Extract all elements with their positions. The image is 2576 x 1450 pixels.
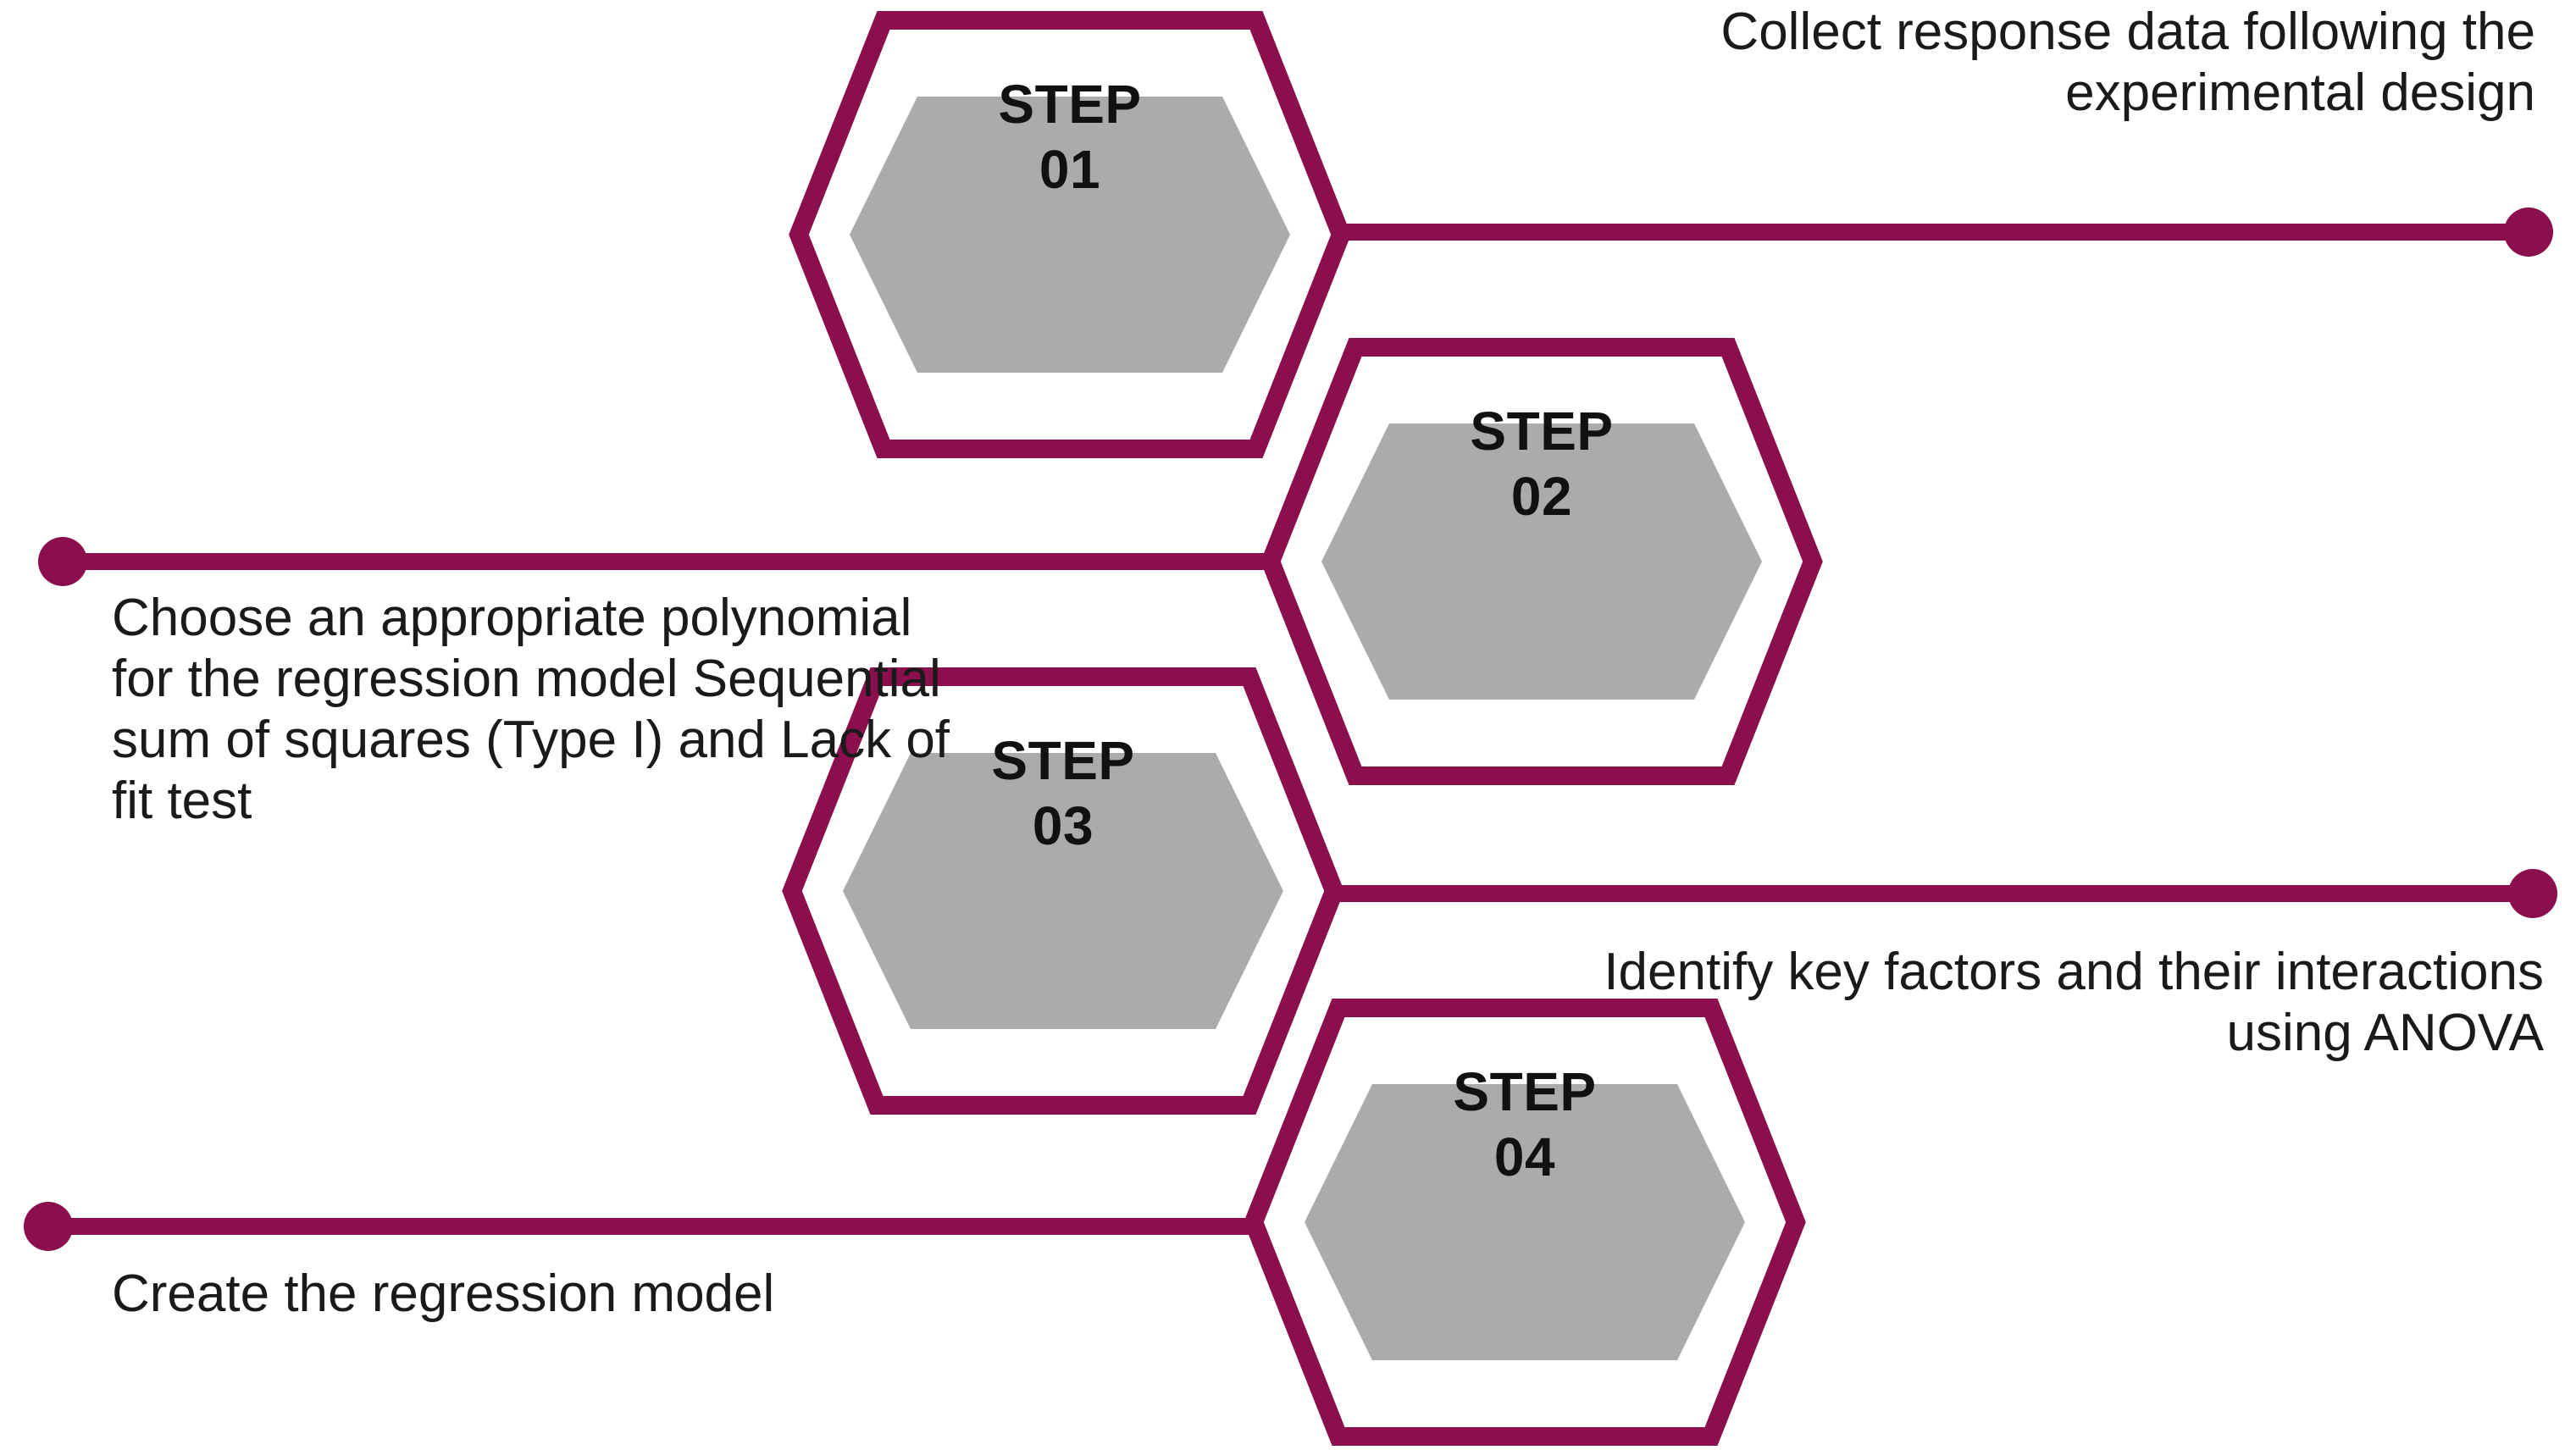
step-01-caption: Collect response data following the expe… bbox=[1720, 3, 2535, 122]
step-02-badge-line2: 02 bbox=[1511, 466, 1572, 527]
step-04-hexagon-outline bbox=[1244, 999, 1806, 1446]
step-03-hexagon-outline bbox=[782, 667, 1344, 1115]
step-01-badge-line1: STEP bbox=[998, 74, 1141, 135]
step-01-group[interactable]: STEP 01 bbox=[789, 10, 2553, 458]
step-01-hexagon-outline bbox=[789, 10, 1351, 458]
step-02-endpoint-dot bbox=[38, 537, 87, 586]
step-02-hexagon-outline bbox=[1260, 338, 1823, 785]
step-03-badge-line2: 03 bbox=[1033, 795, 1094, 856]
step-04-hexagon-fill bbox=[1305, 1084, 1745, 1360]
step-01-hexagon-fill bbox=[850, 97, 1290, 373]
step-02-hexagon-fill bbox=[1321, 423, 1762, 700]
step-01-badge-line2: 01 bbox=[1039, 139, 1100, 200]
step-04-badge-line1: STEP bbox=[1453, 1061, 1596, 1122]
step-04-endpoint-dot bbox=[24, 1202, 73, 1251]
step-03-endpoint-dot bbox=[2508, 869, 2557, 918]
step-02-badge-line1: STEP bbox=[1470, 401, 1613, 462]
step-01-endpoint-dot bbox=[2504, 208, 2553, 257]
step-04-group[interactable]: STEP 04 bbox=[24, 999, 1806, 1446]
step-02-caption: Choose an appropriate polynomial for the… bbox=[112, 589, 950, 830]
step-03-group[interactable]: STEP 03 bbox=[782, 667, 2557, 1115]
step-03-badge-line1: STEP bbox=[991, 730, 1134, 791]
step-03-hexagon-fill bbox=[843, 753, 1283, 1029]
step-04-caption: Create the regression model bbox=[112, 1265, 775, 1323]
step-03-caption: Identify key factors and their interacti… bbox=[1604, 943, 2544, 1062]
step-04-badge-line2: 04 bbox=[1494, 1126, 1555, 1187]
step-02-group[interactable]: STEP 02 bbox=[38, 338, 1823, 785]
